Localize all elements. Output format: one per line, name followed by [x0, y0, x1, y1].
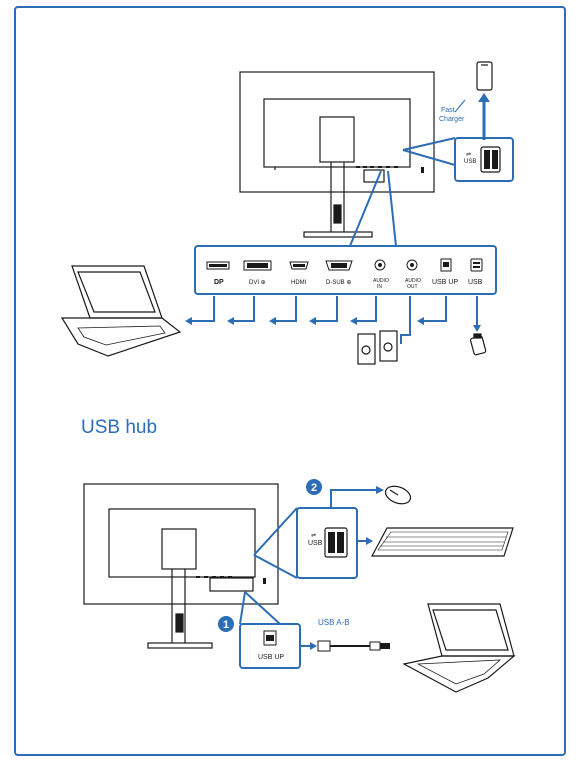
dsub-port-icon: [325, 260, 353, 271]
usb-up-port-icon: [440, 258, 452, 272]
usb-side-label-bottom: USB: [308, 540, 323, 547]
section-title-usb-hub: USB hub: [81, 417, 158, 438]
step-1-number: 1: [223, 619, 229, 631]
step-2-number: 2: [311, 482, 317, 494]
port-label-dvi: DVI ⊕: [249, 280, 266, 286]
mouse-icon: [384, 485, 412, 505]
port-label-audio-out-2: OUT: [407, 284, 418, 290]
port-label-hdmi: HDMI: [291, 280, 307, 286]
port-label-dp: DP: [214, 279, 224, 286]
usb-symbol-bottom: ⇌: [311, 532, 316, 539]
port-arrows: [190, 296, 478, 344]
port-label-usb-up: USB UP: [432, 279, 458, 286]
monitor-port-strip-top: [356, 166, 424, 173]
dvi-port-icon: [243, 260, 272, 271]
port-panel: [194, 245, 497, 295]
usb-port-icon: [470, 258, 483, 272]
port-label-audio-in-2: IN: [377, 284, 382, 290]
dp-port-icon: [206, 261, 230, 270]
cable-label: USB A-B: [318, 618, 350, 627]
port-label-audio-out-1: AUDIO: [405, 278, 421, 284]
laptop-bottom-icon: [402, 603, 516, 693]
port-label-audio-in-1: AUDIO: [373, 278, 389, 284]
usb-side-box-bottom: [296, 507, 358, 579]
audio-out-port-icon: [406, 259, 418, 271]
usb-stick-icon: [469, 333, 487, 356]
audio-in-port-icon: [374, 259, 386, 271]
step-1-badge: [218, 616, 234, 632]
monitor-top: [239, 71, 435, 238]
connector-callout-ports: [349, 137, 456, 247]
fast-charger-label-1: Fast: [441, 107, 455, 114]
port-label-dsub: D-SUB ⊕: [326, 280, 351, 286]
page-frame: [14, 6, 566, 756]
step-2-badge: [306, 479, 322, 495]
fast-charger-label-2: Charger: [439, 116, 465, 123]
keyboard-icon: [370, 527, 514, 557]
monitor-bottom: [83, 483, 279, 649]
speakers-icon: [357, 330, 398, 365]
usb-side-label-top: USB: [464, 159, 476, 165]
laptop-top-icon: [60, 265, 182, 357]
connector-callout-bottom: [239, 507, 298, 625]
hdmi-port-icon: [289, 261, 309, 270]
usb-up-label: USB UP: [258, 654, 284, 661]
usb-a-b-cable-icon: [317, 640, 390, 652]
phone-icon: [476, 61, 493, 91]
usb-symbol-top: ⇌: [466, 151, 471, 158]
port-label-usb: USB: [468, 279, 483, 286]
